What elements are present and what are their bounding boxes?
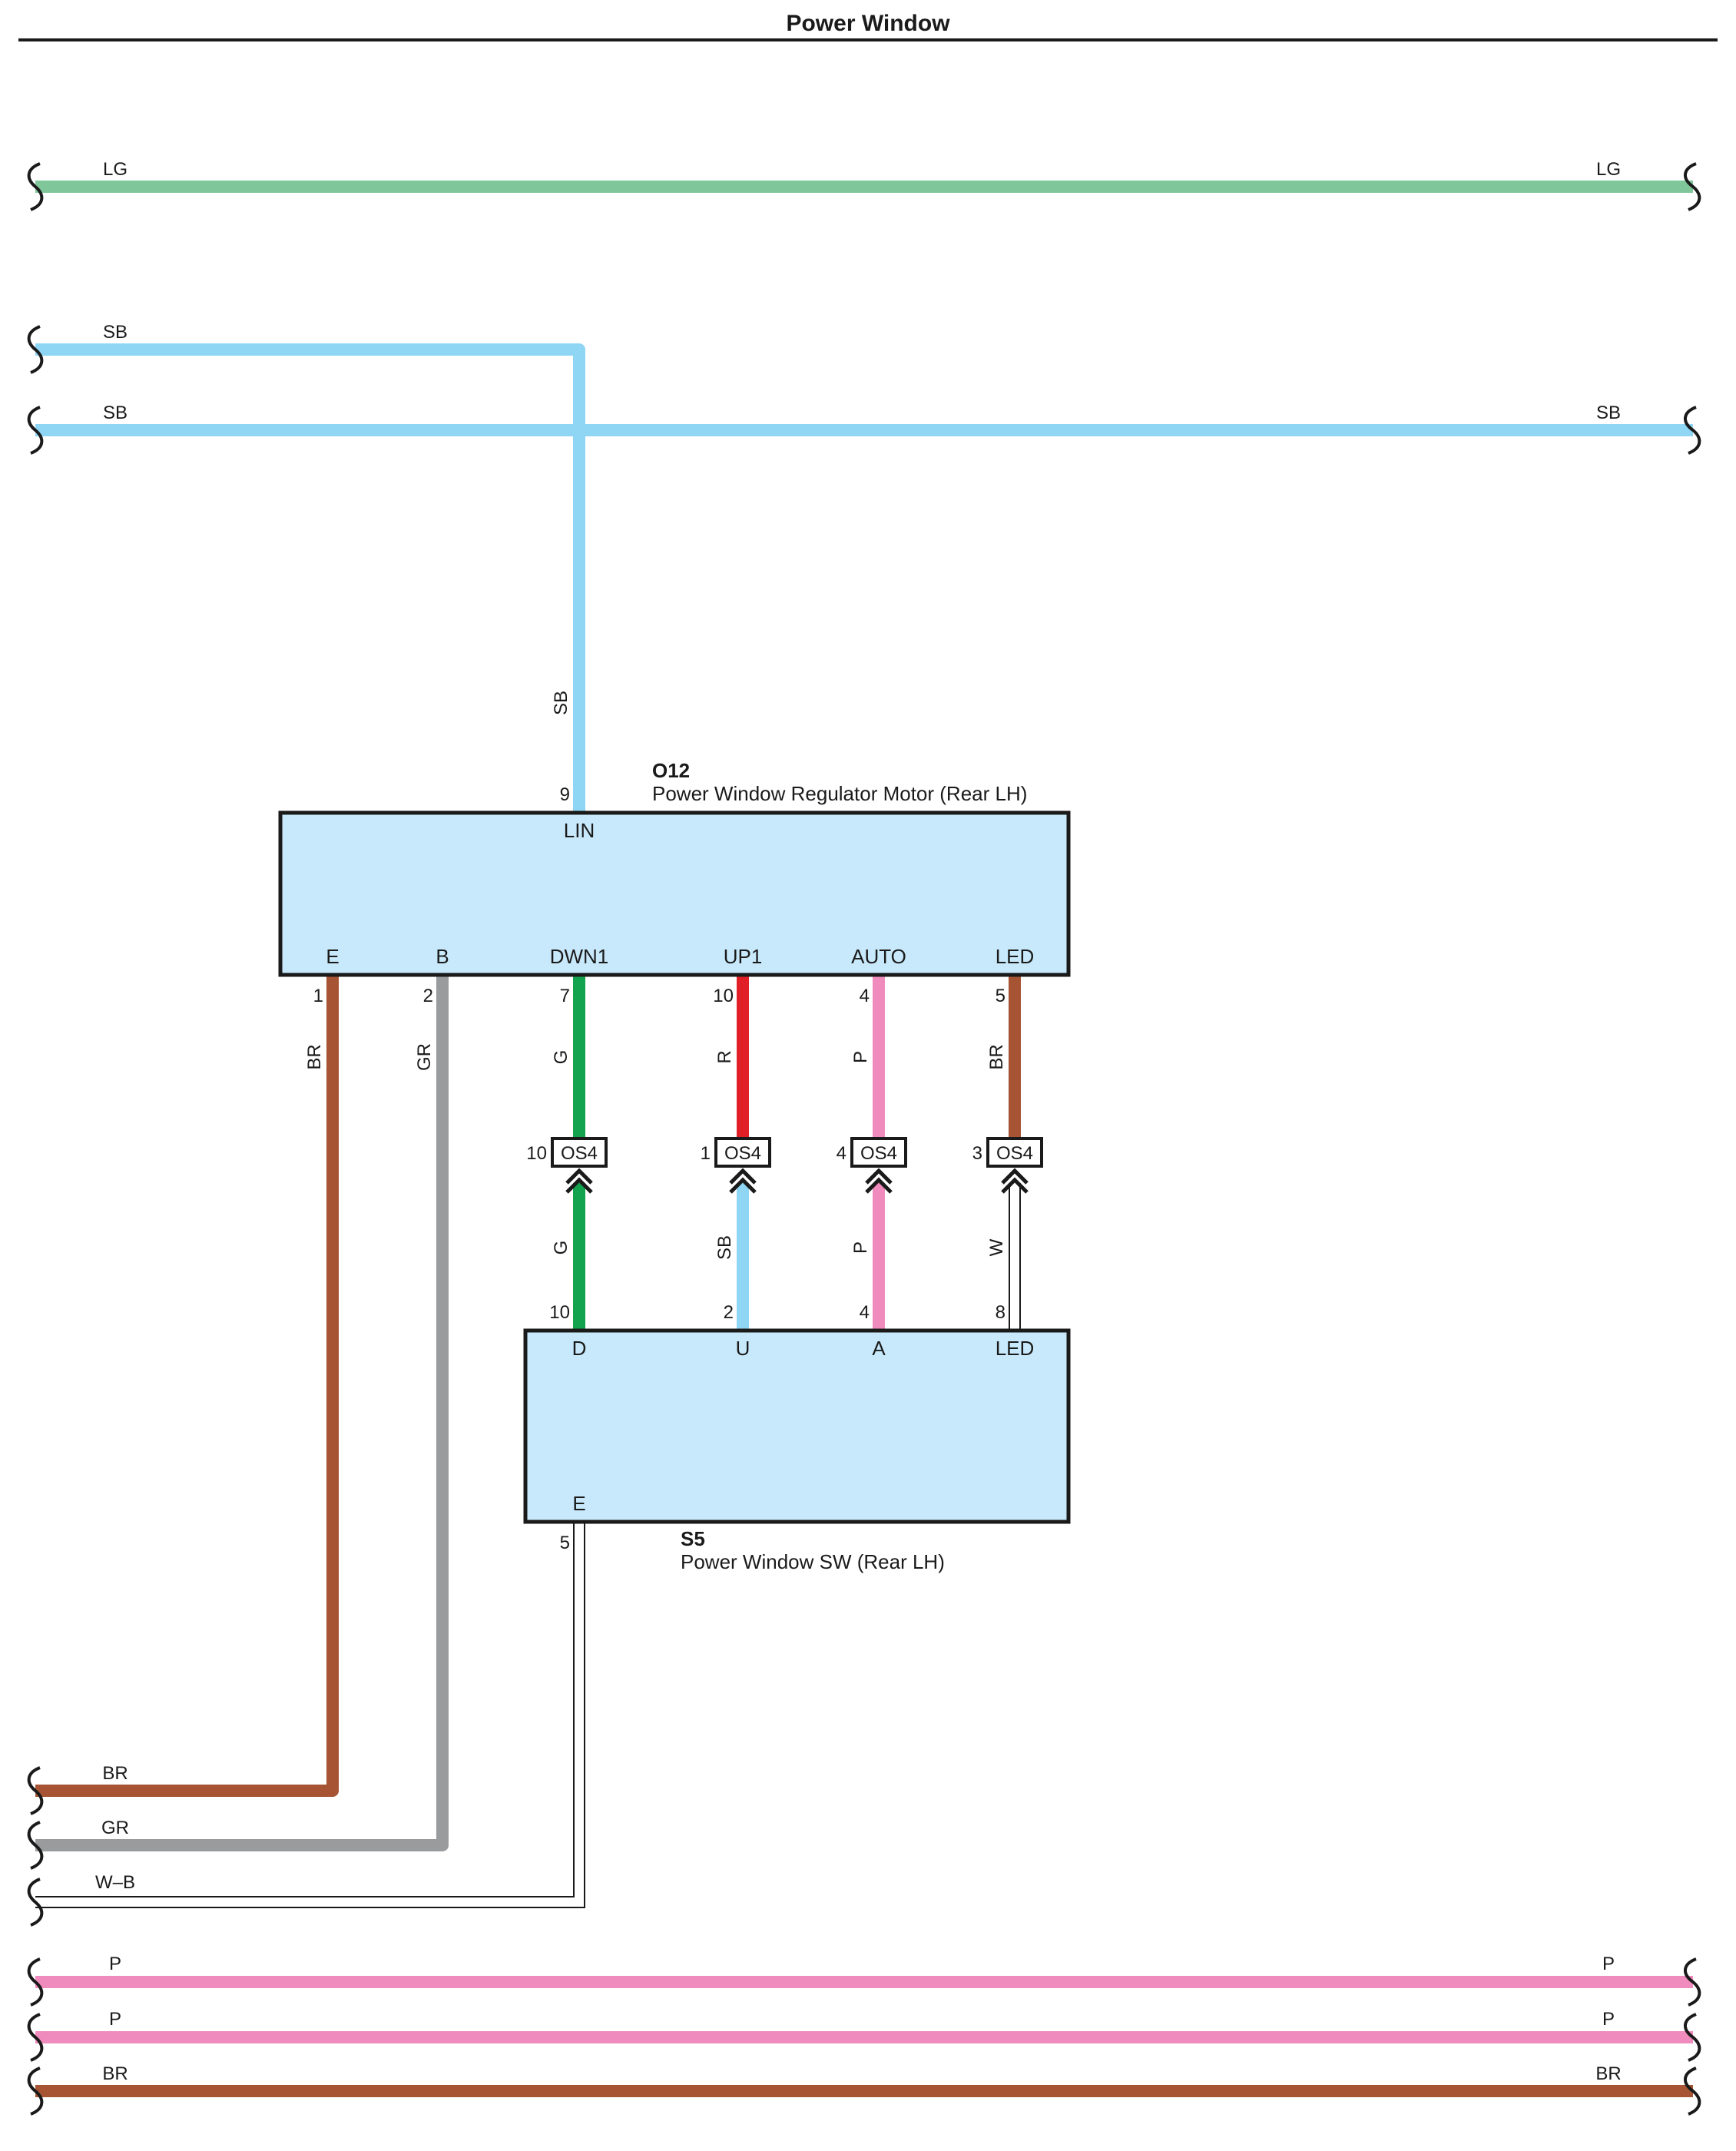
connector-label: OS4	[996, 1143, 1033, 1164]
bus-label-p1-left: P	[109, 1954, 121, 1974]
motor-pin-b: 2	[423, 986, 433, 1006]
motor-wire-label-up1: R	[714, 1050, 735, 1063]
motor-pin-auto: 4	[860, 986, 870, 1006]
connector-chevron-icon	[1001, 1168, 1029, 1194]
bus-label-sb1-left: SB	[103, 322, 128, 343]
bus-label-wb-left: W–B	[95, 1872, 135, 1893]
motor-terminal-dwn1: DWN1	[550, 945, 609, 968]
bus-label-sb2-left: SB	[103, 403, 128, 423]
motor-lin-wire-label: SB	[551, 691, 571, 715]
switch-wire-label-u: SB	[714, 1235, 735, 1260]
page-title: Power Window	[786, 11, 950, 36]
switch-terminal-a: A	[872, 1337, 886, 1360]
connector-label: OS4	[724, 1143, 761, 1164]
switch-terminal-u: U	[736, 1337, 750, 1360]
bus-label-p2-left: P	[109, 2009, 121, 2030]
wire-motor-e-br	[35, 976, 339, 1797]
connector-pin-led: 3	[972, 1143, 982, 1164]
motor-wire-label-e: BR	[304, 1044, 325, 1069]
wire-break-marks-right	[1684, 162, 1701, 2116]
bus-wire-sb-lin	[35, 343, 585, 811]
motor-pin-e: 1	[313, 986, 323, 1006]
motor-wire-label-led: BR	[986, 1044, 1007, 1069]
connector-pin-dwn1: 10	[526, 1143, 547, 1164]
switch-name: Power Window SW (Rear LH)	[681, 1550, 945, 1573]
bus-label-p1-right: P	[1602, 1954, 1615, 1974]
connector-chevron-icon	[865, 1168, 893, 1194]
bus-label-br2-left: BR	[102, 2063, 128, 2084]
motor-pin-led: 5	[996, 986, 1005, 1006]
connector-os4-auto: OS4	[850, 1137, 907, 1194]
switch-pin-led: 8	[996, 1302, 1005, 1323]
bus-label-br2-right: BR	[1595, 2063, 1621, 2084]
motor-wire-label-b: GR	[414, 1043, 435, 1071]
motor-terminal-e: E	[326, 945, 339, 968]
connector-os4-dwn1: OS4	[551, 1137, 608, 1194]
bus-label-lg-right: LG	[1596, 159, 1621, 180]
motor-pin-dwn1: 7	[560, 986, 570, 1006]
switch-pin-e: 5	[560, 1533, 570, 1553]
connector-chevron-icon	[729, 1168, 757, 1194]
connector-pin-auto: 4	[837, 1143, 846, 1164]
motor-terminal-lin: LIN	[564, 819, 595, 842]
switch-terminal-d: D	[572, 1337, 587, 1360]
switch-module-box	[523, 1328, 1071, 1524]
connector-chevron-icon	[565, 1168, 593, 1194]
motor-wire-label-dwn1: G	[551, 1050, 571, 1065]
motor-terminal-led: LED	[996, 945, 1035, 968]
motor-terminal-up1: UP1	[724, 945, 763, 968]
switch-terminal-e: E	[572, 1492, 585, 1515]
bus-label-gr-left: GR	[101, 1818, 129, 1838]
switch-terminal-led: LED	[996, 1337, 1035, 1360]
switch-wire-label-a: P	[850, 1241, 871, 1254]
motor-terminal-auto: AUTO	[851, 945, 906, 968]
wire-switch-e-wb	[35, 1523, 584, 1907]
connector-label: OS4	[860, 1143, 897, 1164]
switch-pin-u: 2	[724, 1302, 734, 1323]
connector-os4-up1: OS4	[714, 1137, 771, 1194]
motor-wire-label-auto: P	[850, 1051, 871, 1063]
motor-id: O12	[652, 759, 690, 782]
switch-wire-label-d: G	[551, 1241, 571, 1255]
bus-label-lg-left: LG	[103, 159, 128, 180]
motor-name: Power Window Regulator Motor (Rear LH)	[652, 782, 1027, 805]
switch-wire-label-led: W	[986, 1238, 1007, 1256]
switch-pin-d: 10	[549, 1302, 570, 1323]
connector-os4-led: OS4	[986, 1137, 1043, 1194]
motor-terminal-b: B	[436, 945, 449, 968]
motor-pin-up1: 10	[713, 986, 734, 1006]
wire-motor-b-gr	[35, 976, 449, 1851]
bus-label-p2-right: P	[1602, 2009, 1615, 2030]
motor-module-box	[278, 810, 1071, 977]
switch-id: S5	[681, 1527, 705, 1550]
connector-label: OS4	[561, 1143, 598, 1164]
wire-break-marks-left	[27, 162, 44, 2116]
bus-label-sb2-right: SB	[1596, 403, 1621, 423]
connector-pin-up1: 1	[701, 1143, 711, 1164]
switch-pin-a: 4	[860, 1302, 870, 1323]
motor-lin-pin: 9	[560, 784, 570, 805]
bus-label-br-left: BR	[102, 1763, 128, 1784]
